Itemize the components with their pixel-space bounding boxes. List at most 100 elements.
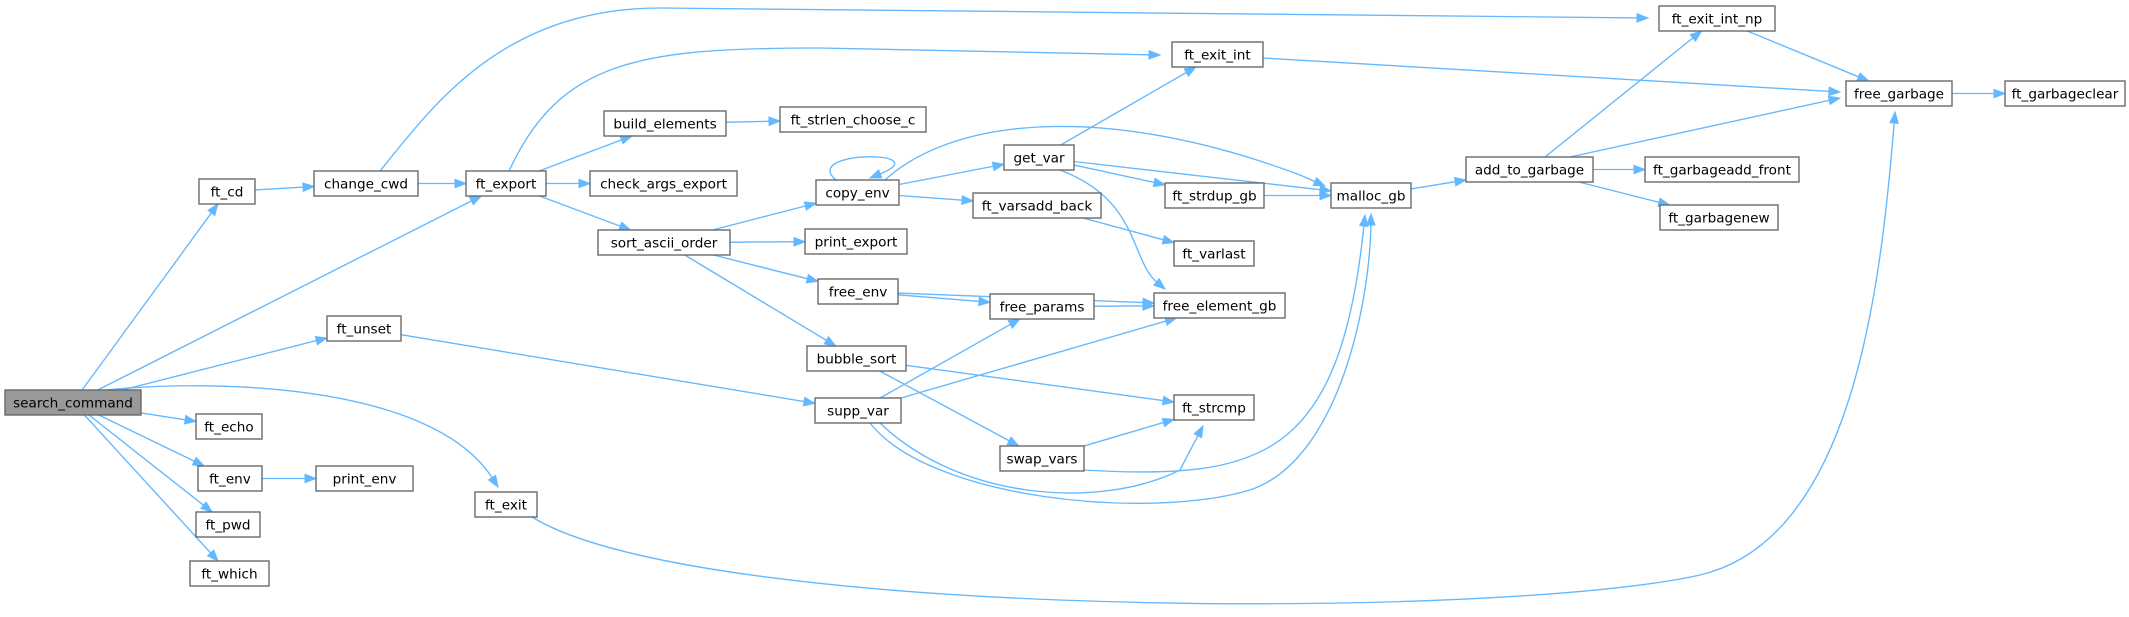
edge-line xyxy=(829,156,896,181)
node-ft-garbageclear[interactable]: ft_garbageclear xyxy=(2004,80,2126,107)
node-bubble-sort[interactable]: bubble_sort xyxy=(806,345,907,372)
arrow-head-icon xyxy=(1161,234,1176,245)
node-malloc-gb[interactable]: malloc_gb xyxy=(1330,182,1412,209)
node-box xyxy=(589,170,738,197)
node-ft-export[interactable]: ft_export xyxy=(465,170,547,197)
node-label: change_cwd xyxy=(324,176,408,192)
node-add-to-garbage[interactable]: add_to_garbage xyxy=(1465,156,1594,183)
arrow-head-icon xyxy=(1636,12,1650,23)
node-ft-garbageadd-front[interactable]: ft_garbageadd_front xyxy=(1644,156,1800,183)
edge-search_command-to-ft_unset xyxy=(121,335,329,391)
edge-bubble_sort-to-swap_vars xyxy=(879,370,1021,447)
node-ft-exit-int-np[interactable]: ft_exit_int_np xyxy=(1658,5,1776,32)
edge-line xyxy=(508,47,1151,172)
arrow-head-icon xyxy=(454,178,468,189)
node-box xyxy=(326,315,402,342)
edge-add_to_garbage-to-free_garbage xyxy=(1569,95,1842,158)
node-label: sort_ascii_order xyxy=(611,235,718,251)
node-ft-garbagenew[interactable]: ft_garbagenew xyxy=(1659,204,1779,231)
node-label: free_env xyxy=(829,284,888,300)
node-ft-exit[interactable]: ft_exit xyxy=(474,491,538,518)
arrow-head-icon xyxy=(1828,86,1842,97)
node-box xyxy=(1003,144,1075,171)
node-free-params[interactable]: free_params xyxy=(989,293,1095,320)
node-label: ft_strcmp xyxy=(1182,400,1246,416)
arrow-head-icon xyxy=(578,178,592,189)
node-ft-echo[interactable]: ft_echo xyxy=(195,413,263,440)
node-ft-strdup-gb[interactable]: ft_strdup_gb xyxy=(1164,182,1265,209)
edge-line xyxy=(713,254,809,280)
node-box xyxy=(779,106,927,133)
node-label: build_elements xyxy=(613,116,716,132)
node-copy-env[interactable]: copy_env xyxy=(815,179,900,206)
edge-change_cwd-to-ft_export xyxy=(418,178,468,189)
node-ft-unset[interactable]: ft_unset xyxy=(326,315,402,342)
node-label: ft_exit_int_np xyxy=(1672,11,1763,27)
node-box xyxy=(972,192,1102,219)
node-box xyxy=(1173,240,1255,267)
edge-ft_varsadd_back-to-ft_varlast xyxy=(1082,217,1176,245)
edge-search_command-to-ft_pwd xyxy=(88,414,214,513)
arrow-head-icon xyxy=(803,201,818,211)
node-ft-varlast[interactable]: ft_varlast xyxy=(1173,240,1255,267)
arrow-head-icon xyxy=(793,236,807,247)
edge-line xyxy=(1083,224,1365,473)
edge-line xyxy=(98,414,196,463)
edges-layer xyxy=(81,7,2007,605)
node-ft-strlen-choose-c[interactable]: ft_strlen_choose_c xyxy=(779,106,927,133)
node-ft-pwd[interactable]: ft_pwd xyxy=(195,511,261,538)
edge-line xyxy=(684,254,828,342)
edge-search_command-to-ft_exit xyxy=(106,385,499,489)
node-search-command[interactable]: search_command xyxy=(4,389,142,416)
node-ft-varsadd-back[interactable]: ft_varsadd_back xyxy=(972,192,1102,219)
edge-ft_export-to-ft_exit_int xyxy=(508,47,1162,172)
node-get-var[interactable]: get_var xyxy=(1003,144,1075,171)
edge-free_env-to-free_params xyxy=(897,294,992,307)
edge-swap_vars-to-ft_strcmp xyxy=(1083,417,1176,447)
node-free-element-gb[interactable]: free_element_gb xyxy=(1153,292,1286,319)
edge-ft_export-to-check_args_export xyxy=(546,178,592,189)
arrow-head-icon xyxy=(868,169,883,179)
node-print-env[interactable]: print_env xyxy=(315,465,414,492)
node-label: ft_garbagenew xyxy=(1668,210,1769,226)
arrow-head-icon xyxy=(200,501,214,513)
node-free-env[interactable]: free_env xyxy=(817,278,899,305)
node-ft-exit-int[interactable]: ft_exit_int xyxy=(1171,41,1264,68)
node-ft-cd[interactable]: ft_cd xyxy=(198,178,256,205)
node-build-elements[interactable]: build_elements xyxy=(603,110,727,137)
node-print-export[interactable]: print_export xyxy=(804,228,908,255)
arrow-head-icon xyxy=(619,135,634,145)
node-free-garbage[interactable]: free_garbage xyxy=(1845,80,1953,107)
edge-line xyxy=(879,422,1199,494)
node-label: add_to_garbage xyxy=(1475,162,1584,178)
node-supp-var[interactable]: supp_var xyxy=(814,397,902,424)
node-box xyxy=(2004,80,2126,107)
node-label: print_export xyxy=(815,234,898,250)
edge-get_var-to-ft_exit_int xyxy=(1060,66,1198,146)
node-box xyxy=(815,179,900,206)
node-sort-ascii-order[interactable]: sort_ascii_order xyxy=(597,229,731,256)
edge-ft_exit_int-to-free_garbage xyxy=(1262,57,1842,97)
edge-copy_env-to-get_var xyxy=(898,161,1006,186)
node-label: ft_export xyxy=(476,176,537,192)
arrow-head-icon xyxy=(1633,164,1647,175)
node-box xyxy=(1659,204,1779,231)
arrow-head-icon xyxy=(802,396,817,407)
node-check-args-export[interactable]: check_args_export xyxy=(589,170,738,197)
edge-get_var-to-free_element_gb xyxy=(1059,169,1167,290)
node-label: swap_vars xyxy=(1006,451,1077,467)
node-ft-which[interactable]: ft_which xyxy=(189,560,270,587)
edge-line xyxy=(879,370,1011,442)
node-swap-vars[interactable]: swap_vars xyxy=(999,445,1085,472)
edge-line xyxy=(1578,181,1661,204)
node-label: malloc_gb xyxy=(1337,188,1406,204)
node-label: search_command xyxy=(13,395,133,411)
edge-line xyxy=(898,165,995,186)
node-ft-env[interactable]: ft_env xyxy=(197,465,263,492)
edge-line xyxy=(884,125,1317,183)
node-ft-strcmp[interactable]: ft_strcmp xyxy=(1173,394,1255,421)
node-box xyxy=(1173,394,1255,421)
edge-ft_unset-to-supp_var xyxy=(400,333,817,407)
node-change-cwd[interactable]: change_cwd xyxy=(313,170,419,197)
arrow-head-icon xyxy=(961,195,975,205)
